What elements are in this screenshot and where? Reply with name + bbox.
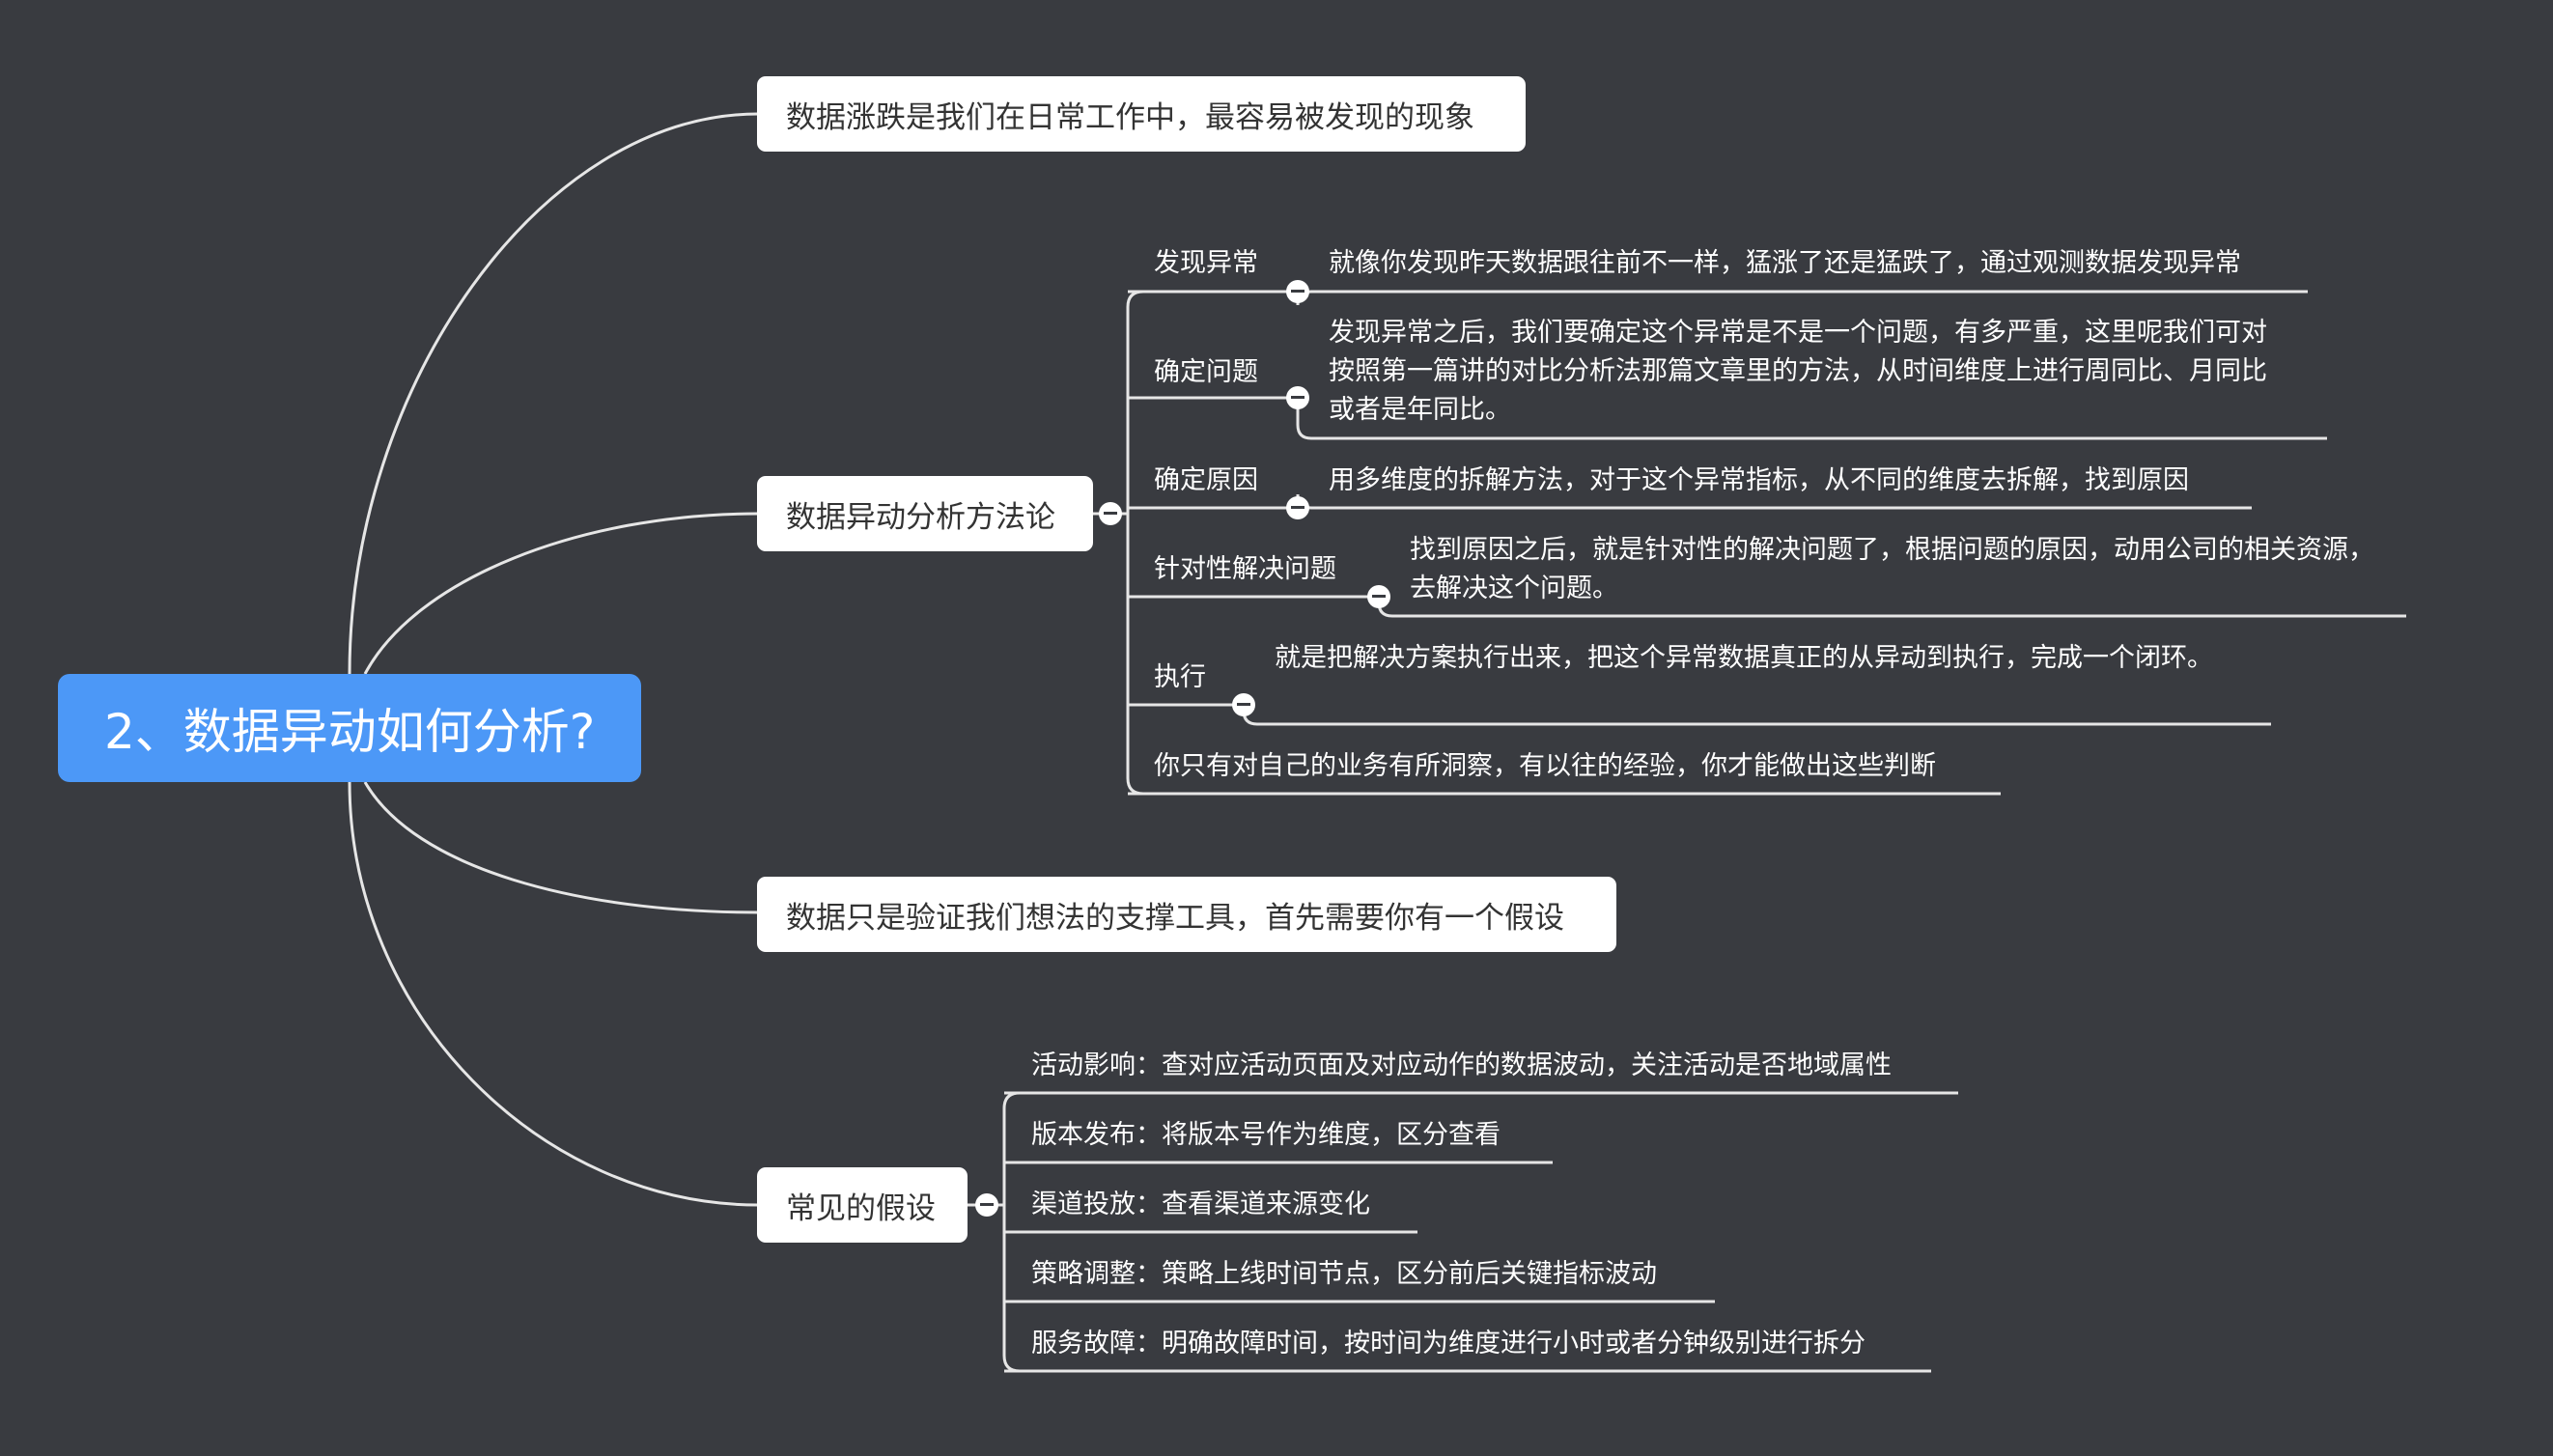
hypothesis-item[interactable]: 渠道投放：查看渠道来源变化 xyxy=(1031,1190,1370,1219)
step-label-confirm[interactable]: 确定问题 xyxy=(1154,357,1258,387)
step-label-insight[interactable]: 你只有对自己的业务有所洞察，有以往的经验，你才能做出这些判断 xyxy=(1154,751,1936,781)
step-detail-cause: 用多维度的拆解方法，对于这个异常指标，从不同的维度去拆解，找到原因 xyxy=(1329,465,2189,495)
step-detail-execute: 就是把解决方案执行出来，把这个异常数据真正的从异动到执行，完成一个闭环。 xyxy=(1275,643,2213,673)
edge-root-branch-4 xyxy=(348,781,759,1207)
step-detail-detect: 就像你发现昨天数据跟往前不一样，猛涨了还是猛跌了，通过观测数据发现异常 xyxy=(1329,248,2241,278)
step-label-cause[interactable]: 确定原因 xyxy=(1154,465,1258,495)
edge-root-branch-2 xyxy=(363,512,759,675)
step-label-detect[interactable]: 发现异常 xyxy=(1154,248,1258,278)
step-detail-confirm: 发现异常之后，我们要确定这个异常是不是一个问题，有多严重，这里呢我们可对按照第一… xyxy=(1329,318,2267,425)
branch-hypothesis-tool[interactable]: 数据只是验证我们想法的支撑工具，首先需要你有一个假设 xyxy=(757,877,1616,952)
branch-common-hypotheses[interactable]: 常见的假设 xyxy=(757,1167,968,1243)
collapse-methodology-icon[interactable] xyxy=(1099,502,1122,525)
hypothesis-item[interactable]: 服务故障：明确故障时间，按时间为维度进行小时或者分钟级别进行拆分 xyxy=(1031,1329,1866,1358)
edge-methodology-trunk xyxy=(1126,290,1144,796)
hypothesis-item[interactable]: 策略调整：策略上线时间节点，区分前后关键指标波动 xyxy=(1031,1259,1657,1289)
step-label-execute[interactable]: 执行 xyxy=(1154,662,1206,692)
edge-root-branch-1 xyxy=(348,112,759,675)
hypothesis-item[interactable]: 版本发布：将版本号作为维度，区分查看 xyxy=(1031,1120,1501,1150)
step-label-solve[interactable]: 针对性解决问题 xyxy=(1154,554,1336,584)
step-detail-solve: 找到原因之后，就是针对性的解决问题了，根据问题的原因，动用公司的相关资源，去解决… xyxy=(1410,535,2374,603)
branch-data-fluctuation[interactable]: 数据涨跌是我们在日常工作中，最容易被发现的现象 xyxy=(757,76,1526,152)
underline-step-5 xyxy=(1128,703,2271,726)
root-topic[interactable]: 2、数据异动如何分析? xyxy=(58,674,641,782)
collapse-step-1-icon[interactable] xyxy=(1286,280,1309,303)
underline-step-2 xyxy=(1128,396,2327,440)
collapse-step-4-icon[interactable] xyxy=(1367,585,1390,608)
edge-root-branch-3 xyxy=(363,781,759,914)
collapse-step-2-icon[interactable] xyxy=(1286,386,1309,409)
hypothesis-item[interactable]: 活动影响：查对应活动页面及对应动作的数据波动，关注活动是否地域属性 xyxy=(1031,1050,1892,1080)
branch-methodology[interactable]: 数据异动分析方法论 xyxy=(757,476,1093,551)
collapse-step-3-icon[interactable] xyxy=(1286,496,1309,519)
collapse-step-5-icon[interactable] xyxy=(1232,693,1255,716)
collapse-hypotheses-icon[interactable] xyxy=(975,1193,998,1217)
